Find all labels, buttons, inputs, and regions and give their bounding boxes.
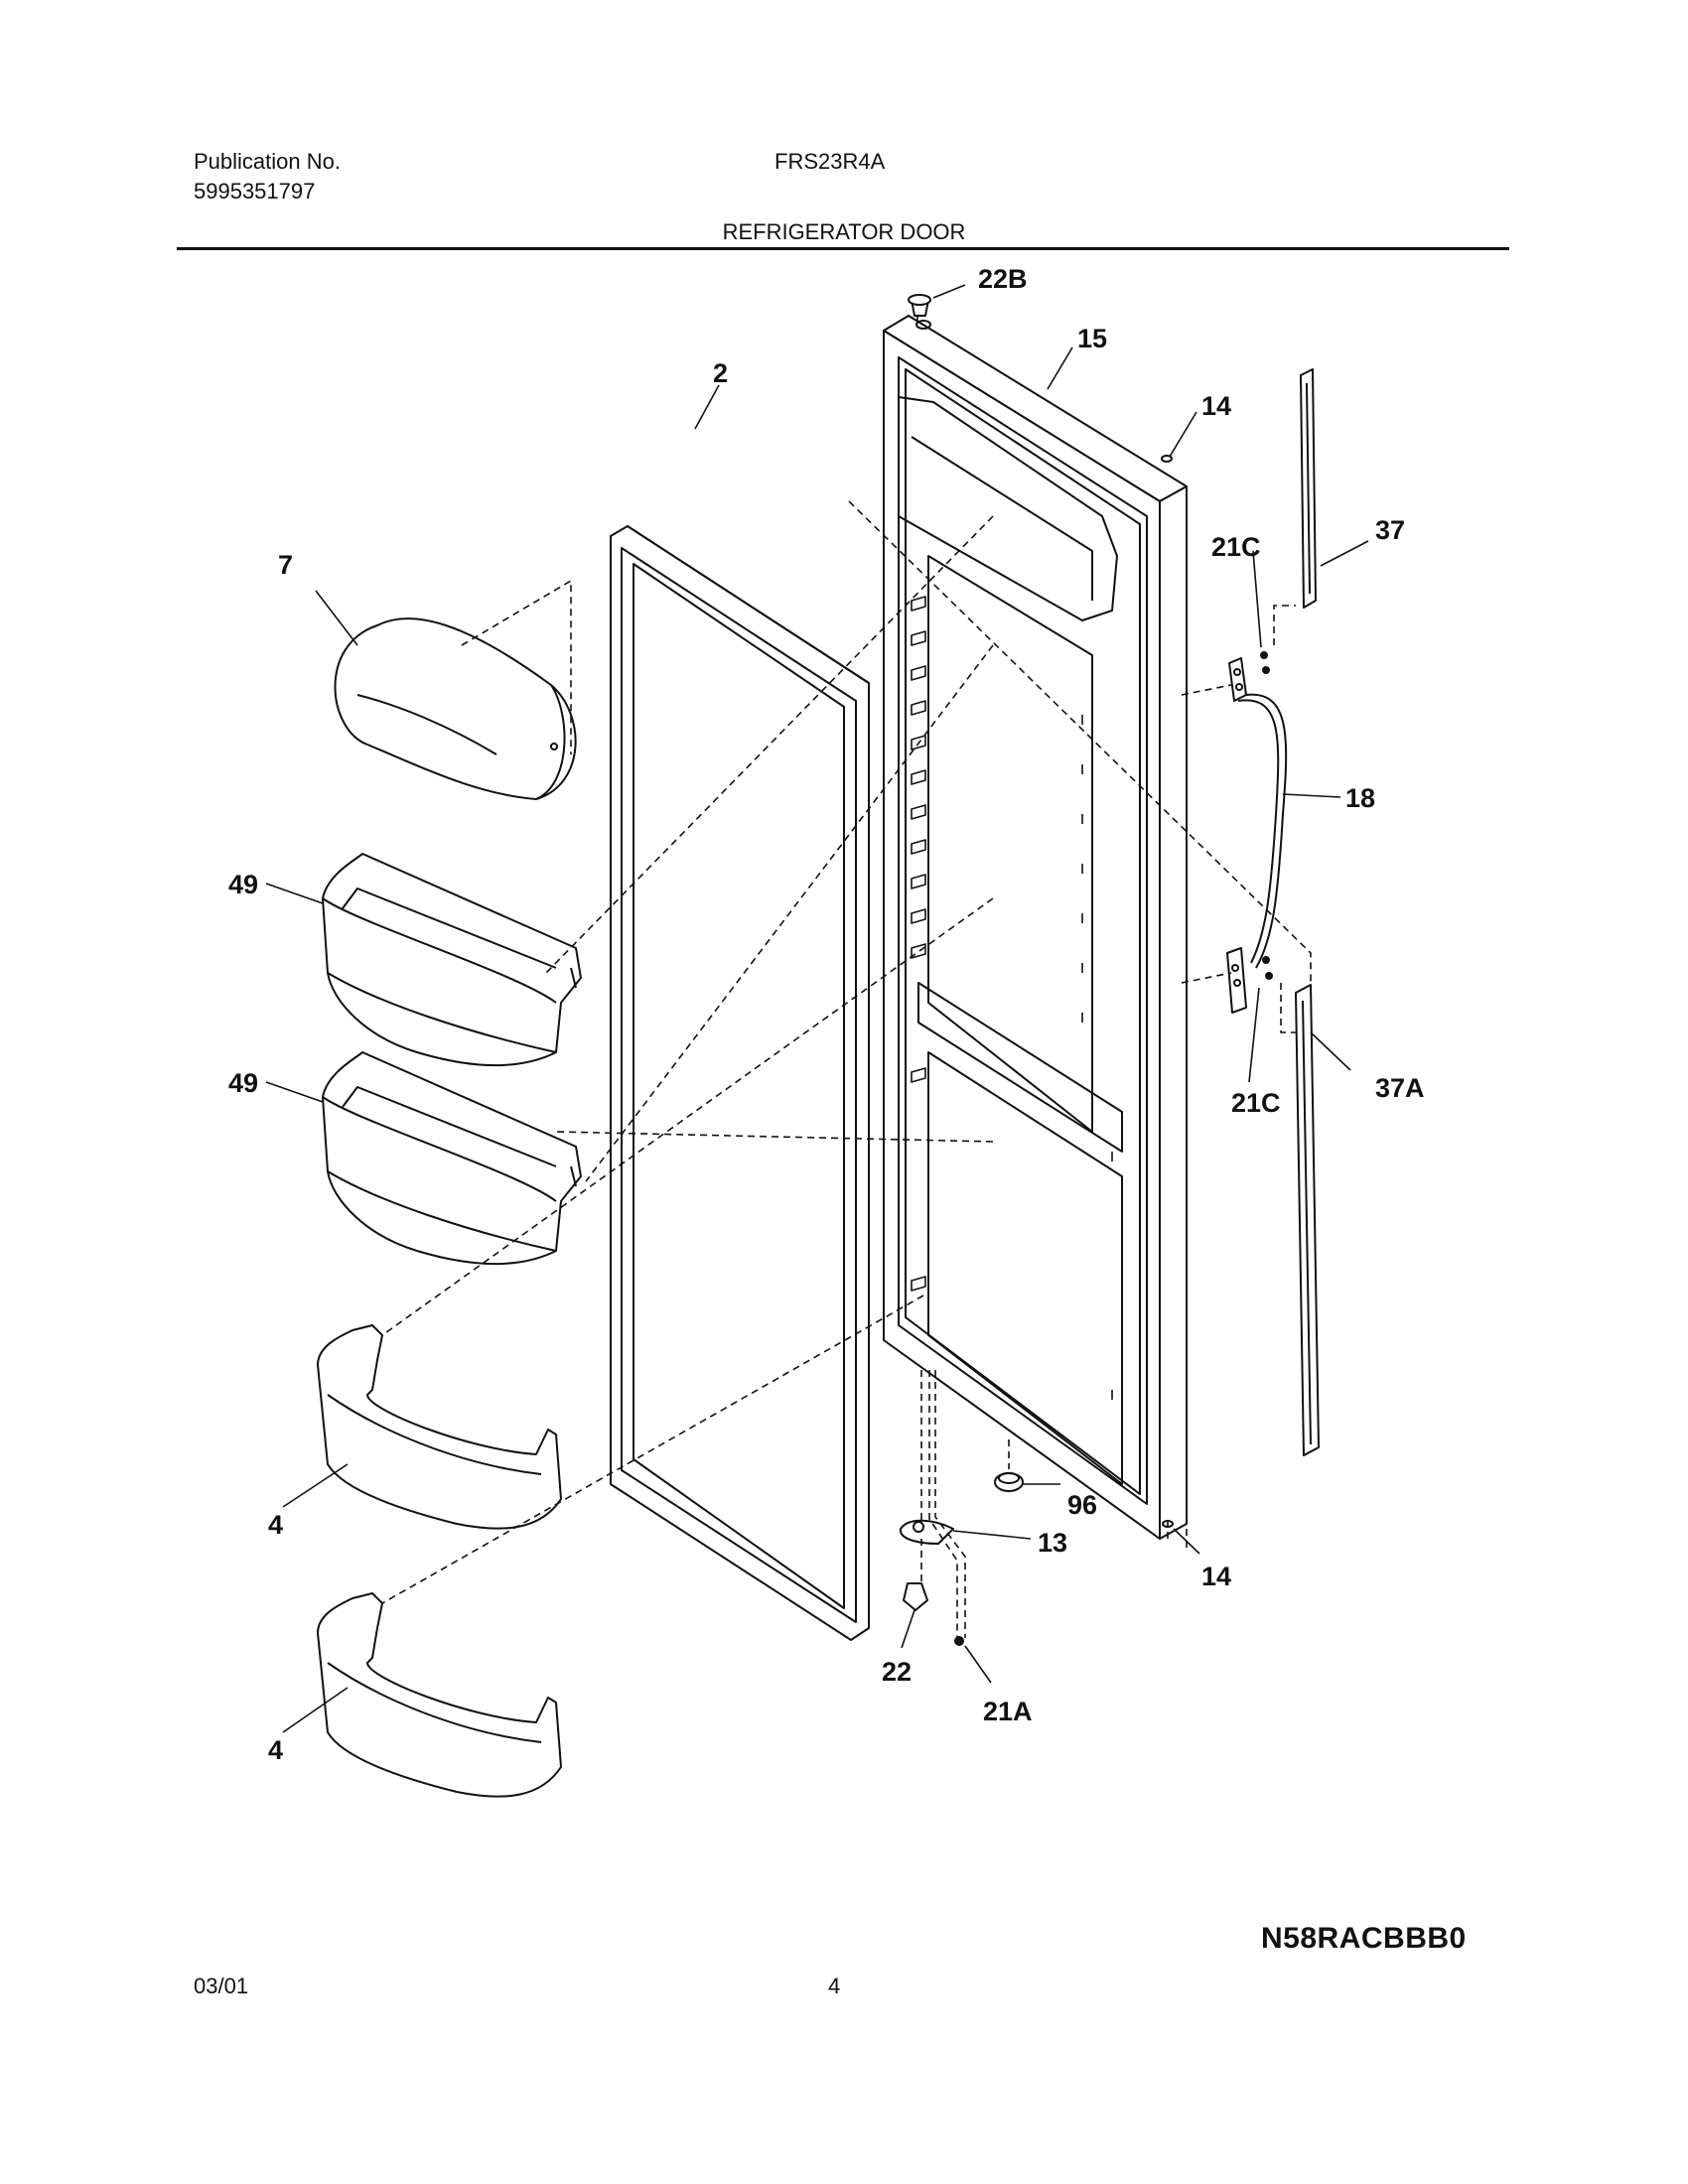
section-title: REFRIGERATOR DOOR <box>722 219 966 244</box>
publication-label: Publication No. <box>194 149 341 174</box>
door-bin-upper-part <box>322 853 582 1067</box>
hinge-pin-plug-part <box>908 294 931 317</box>
label-21C-bottom: 21C <box>1231 1088 1281 1118</box>
label-15: 15 <box>1077 324 1107 353</box>
header-rule <box>177 247 1509 250</box>
door-gasket-part <box>610 525 870 1641</box>
leader-lines <box>265 284 1369 1733</box>
top-trim-part <box>1300 368 1317 609</box>
bottom-trim-part <box>1295 984 1320 1456</box>
label-7: 7 <box>278 550 293 580</box>
label-96: 96 <box>1067 1490 1097 1520</box>
dairy-bin-part <box>334 617 577 800</box>
page-number: 4 <box>828 1974 841 1998</box>
label-37: 37 <box>1375 515 1405 545</box>
label-14-top: 14 <box>1201 391 1231 421</box>
label-49-upper: 49 <box>228 870 258 899</box>
label-13: 13 <box>1038 1528 1067 1558</box>
door-shelf-upper-part <box>317 1324 562 1530</box>
diagram-code: N58RACBBB0 <box>1261 1922 1467 1955</box>
label-4-upper: 4 <box>268 1510 283 1540</box>
label-22: 22 <box>882 1657 912 1687</box>
label-49-lower: 49 <box>228 1068 258 1098</box>
door-handle-part <box>1226 657 1288 1014</box>
label-18: 18 <box>1345 783 1375 813</box>
label-21C-top: 21C <box>1211 532 1261 562</box>
door-bin-lower-part <box>322 1051 582 1266</box>
label-14-bottom: 14 <box>1201 1562 1231 1591</box>
door-liner-part <box>883 315 1188 1540</box>
explosion-guide-lines <box>381 316 1312 1638</box>
screws-part <box>954 651 1273 1646</box>
publication-number: 5995351797 <box>194 179 316 204</box>
revision-date: 03/01 <box>194 1974 249 1998</box>
label-22B: 22B <box>978 264 1028 294</box>
door-shelf-lower-part <box>317 1592 562 1798</box>
model-number: FRS23R4A <box>774 149 886 174</box>
label-21A: 21A <box>983 1697 1033 1726</box>
label-4-lower: 4 <box>268 1735 283 1765</box>
label-2: 2 <box>713 358 728 388</box>
hinge-bracket-part <box>900 1519 954 1545</box>
part-number-labels: 22B 15 14 2 37 7 21C 18 49 49 21C 37A 96… <box>228 264 1425 1765</box>
label-37A: 37A <box>1375 1073 1425 1103</box>
door-stop-plug-part <box>994 1472 1024 1492</box>
hinge-bushing-part <box>903 1582 928 1611</box>
